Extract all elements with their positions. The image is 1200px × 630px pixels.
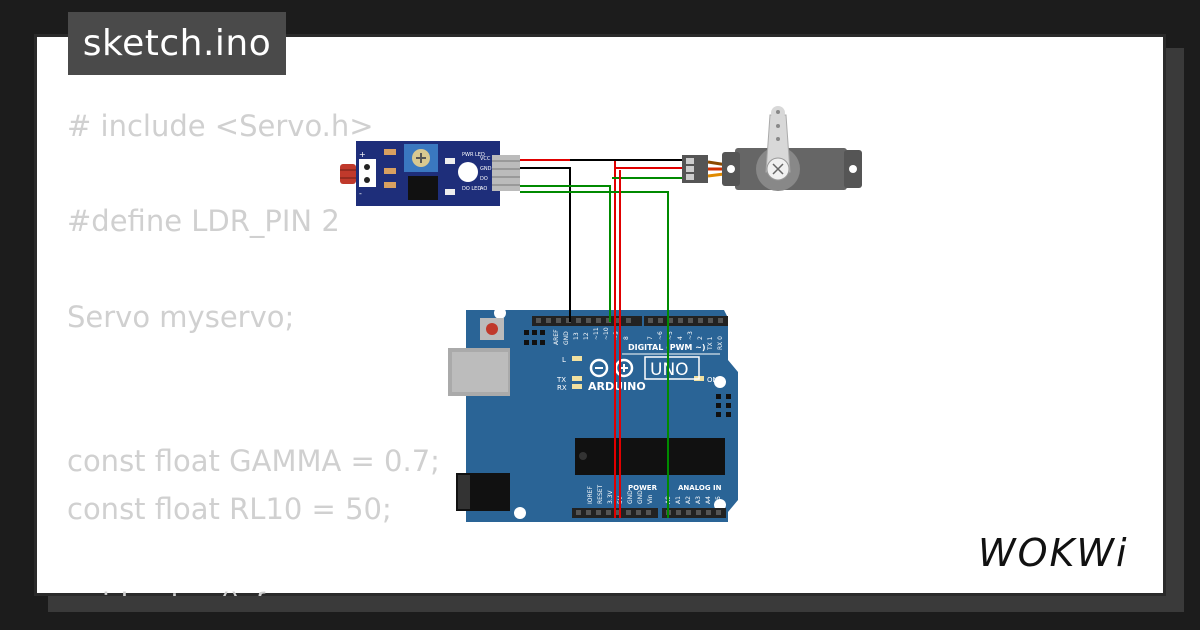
svg-text:RX 0: RX 0	[717, 336, 724, 350]
comparator-chip	[408, 176, 438, 200]
svg-text:+: +	[359, 150, 366, 159]
svg-text:GND: GND	[480, 166, 492, 172]
photoresistor	[340, 164, 356, 184]
wokwi-logo: WOKWi	[978, 532, 1129, 575]
svg-text:4: 4	[677, 336, 684, 340]
svg-text:A3: A3	[695, 496, 702, 504]
svg-text:DO LED: DO LED	[462, 186, 481, 192]
svg-text:GND: GND	[563, 331, 570, 345]
svg-text:RX: RX	[557, 384, 567, 392]
arduino-logo: ARDUINO UNO	[588, 356, 700, 393]
svg-text:12: 12	[583, 332, 590, 340]
atmega-chip	[575, 438, 725, 475]
svg-text:~9: ~9	[613, 331, 620, 340]
analog-header[interactable]	[662, 508, 726, 518]
svg-text:~5: ~5	[667, 331, 674, 340]
code-line: #define LDR_PIN 2	[67, 204, 340, 238]
svg-text:3.3V: 3.3V	[607, 489, 614, 504]
svg-text:~11: ~11	[593, 327, 600, 340]
svg-text:GND: GND	[627, 490, 634, 504]
svg-text:AO: AO	[480, 186, 487, 192]
svg-text:A5: A5	[715, 496, 722, 504]
svg-text:13: 13	[573, 332, 580, 340]
servo-motor[interactable]	[682, 106, 862, 191]
svg-text:ARDUINO: ARDUINO	[588, 380, 646, 393]
code-line: const float RL10 = 50;	[67, 492, 392, 526]
svg-text:ON: ON	[707, 376, 718, 384]
svg-text:A4: A4	[705, 496, 712, 504]
svg-text:7: 7	[647, 336, 654, 340]
wires-over-board	[569, 300, 669, 518]
svg-text:DO: DO	[480, 176, 488, 182]
svg-text:VCC: VCC	[480, 156, 491, 162]
svg-text:IOREF: IOREF	[587, 486, 594, 504]
svg-text:A2: A2	[685, 496, 692, 504]
svg-text:8: 8	[623, 336, 630, 340]
svg-text:~10: ~10	[603, 327, 610, 340]
svg-text:RESET: RESET	[597, 484, 604, 504]
file-tab[interactable]: sketch.ino	[68, 12, 286, 75]
led-indicator	[458, 162, 478, 182]
svg-text:2: 2	[697, 336, 704, 340]
svg-text:TX: TX	[556, 376, 566, 384]
ldr-sensor-module[interactable]: + - PWR LED DO LED VCC GND DO AO	[340, 141, 520, 206]
svg-text:ANALOG IN: ANALOG IN	[678, 484, 722, 492]
svg-text:AREF: AREF	[553, 329, 560, 345]
svg-text:L: L	[562, 356, 566, 364]
svg-text:-: -	[359, 189, 362, 198]
svg-text:~3: ~3	[687, 331, 694, 340]
digital-label: DIGITAL (PWM ~)	[628, 343, 706, 352]
code-area: # include <Servo.h> #define LDR_PIN 2 Se…	[34, 34, 1166, 596]
svg-text:POWER: POWER	[628, 484, 658, 492]
svg-text:WOKWi: WOKWi	[978, 532, 1129, 575]
svg-text:A1: A1	[675, 496, 682, 504]
code-line: void setup() {	[67, 580, 269, 596]
svg-text:Vin: Vin	[647, 494, 654, 504]
svg-text:~6: ~6	[657, 331, 664, 340]
svg-text:PWR LED: PWR LED	[462, 152, 485, 158]
code-line: # include <Servo.h>	[67, 109, 374, 143]
svg-text:TX 1: TX 1	[707, 336, 714, 351]
code-editor: # include <Servo.h> #define LDR_PIN 2 Se…	[67, 34, 867, 596]
svg-text:UNO: UNO	[650, 360, 689, 380]
code-line: const float GAMMA = 0.7;	[67, 444, 440, 478]
arduino-uno-board[interactable]: AREF GND 13 12 ~11 ~10 ~9 8 7 ~6 ~5 4 ~3…	[448, 307, 738, 522]
svg-text:GND: GND	[637, 490, 644, 504]
code-line: Servo myservo;	[67, 300, 295, 334]
